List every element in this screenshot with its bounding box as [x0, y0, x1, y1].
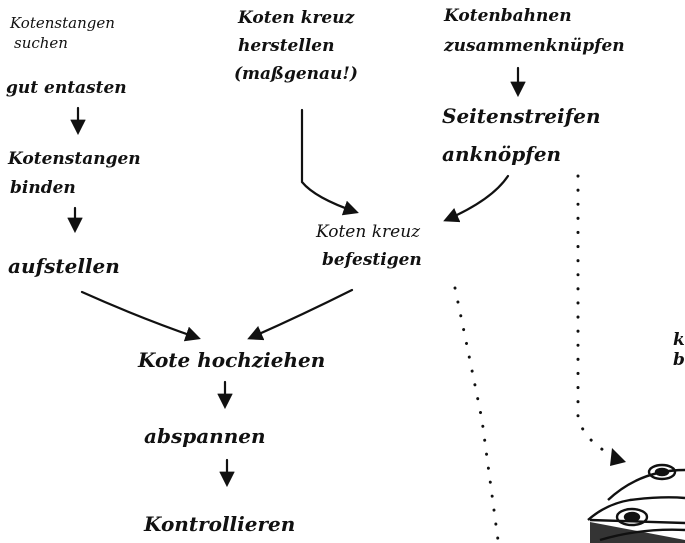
- label-kote-hochziehen: Kote hochziehen: [138, 348, 326, 372]
- label-kotenstangen-suchen-2: suchen: [14, 34, 68, 52]
- label-gut-entasten: gut entasten: [6, 78, 127, 98]
- label-kotenstangen-suchen-1: Kotenstangen: [10, 14, 115, 32]
- dotted-arrowhead: [610, 448, 626, 466]
- label-zusammenknuepfen: zusammenknüpfen: [444, 36, 625, 56]
- label-seitenstreifen: Seitenstreifen: [442, 104, 601, 128]
- arrow-befestigen-to-hochziehen: [247, 288, 354, 341]
- arrow-herstellen-to-befestigen: [300, 108, 359, 216]
- tent-sketch-shadow: [590, 522, 685, 543]
- arrow-anknoepfen-to-befestigen: [443, 174, 510, 223]
- label-anknoepfen: anknöpfen: [442, 142, 562, 166]
- dotted-line-befestigen-down: [453, 286, 500, 542]
- label-kotenstangen-binden-1: Kotenstangen: [8, 149, 141, 169]
- label-kotenkreuz-herstellen-2: herstellen: [238, 36, 335, 56]
- edge-fragment-line2: b: [673, 350, 685, 370]
- dotted-line-right-down: [576, 174, 620, 460]
- edge-fragment-line1: k: [673, 330, 685, 350]
- label-kotenkreuz-befestigen-1: Koten kreuz: [316, 222, 421, 242]
- label-kotenbahnen: Kotenbahnen: [444, 6, 572, 26]
- label-massgenau: (maßgenau!): [234, 64, 358, 84]
- label-kontrollieren: Kontrollieren: [144, 512, 296, 536]
- arrow-aufstellen-to-hochziehen: [80, 290, 201, 342]
- label-kotenstangen-binden-2: binden: [10, 178, 76, 198]
- label-kotenkreuz-befestigen-2: befestigen: [322, 250, 422, 270]
- label-kotenkreuz-herstellen-1: Koten kreuz: [238, 8, 355, 28]
- label-abspannen: abspannen: [144, 424, 266, 448]
- label-aufstellen: aufstellen: [8, 254, 120, 278]
